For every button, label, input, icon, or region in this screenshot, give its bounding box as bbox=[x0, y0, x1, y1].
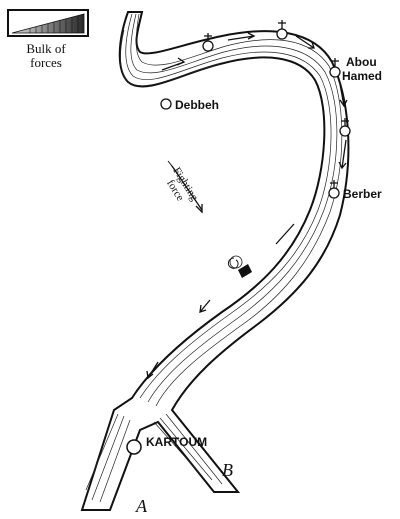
arrowhead-icon bbox=[176, 57, 186, 66]
arrowhead-icon bbox=[199, 304, 207, 313]
river-current-lines bbox=[85, 13, 343, 503]
camp-marker-icon bbox=[339, 118, 351, 137]
route-arrows bbox=[146, 32, 348, 380]
arrowhead-icon bbox=[247, 32, 256, 40]
route-arrow bbox=[341, 139, 347, 169]
arrowhead-icon bbox=[195, 204, 203, 214]
route-arrow bbox=[339, 83, 345, 107]
label-kartoum: KARTOUM bbox=[146, 435, 207, 449]
arrowhead-icon bbox=[308, 41, 315, 49]
swirl-icon bbox=[227, 257, 239, 269]
route-arrow bbox=[227, 35, 255, 41]
towns: Debbeh Abou Hamed Berber KARTOUM bbox=[126, 55, 382, 455]
river-banks bbox=[80, 11, 350, 511]
label-hamed: Hamed bbox=[342, 69, 382, 83]
route-arrow bbox=[147, 361, 159, 379]
route-arrow bbox=[295, 35, 315, 49]
label-abou: Abou bbox=[346, 55, 377, 69]
river bbox=[80, 11, 350, 511]
legend: Bulk of forces bbox=[7, 9, 89, 70]
arrowhead-icon bbox=[338, 161, 347, 170]
legend-label-line1: Bulk of bbox=[26, 41, 66, 56]
town-marker-kartoum bbox=[126, 439, 142, 455]
route-arrow bbox=[275, 223, 295, 245]
arrowhead-icon bbox=[339, 99, 348, 108]
legend-label-line2: forces bbox=[30, 55, 62, 70]
steamer-icon bbox=[238, 264, 252, 278]
branch-label-a: A bbox=[135, 496, 148, 516]
camp-markers bbox=[202, 20, 351, 199]
camp-marker-icon bbox=[328, 180, 340, 199]
town-marker-debbeh bbox=[160, 98, 172, 110]
battle-site bbox=[227, 255, 252, 278]
battle-circle-icon bbox=[229, 255, 243, 269]
route-arrow bbox=[199, 299, 211, 313]
branch-label-b: B bbox=[222, 460, 233, 480]
camp-marker-icon bbox=[276, 20, 288, 40]
feather-icon bbox=[167, 160, 179, 175]
label-berber: Berber bbox=[343, 187, 382, 201]
label-debbeh: Debbeh bbox=[175, 98, 219, 112]
camp-marker-icon bbox=[202, 33, 214, 52]
fighting-force: Fighting force bbox=[164, 160, 203, 214]
camp-marker-icon bbox=[329, 58, 341, 78]
legend-hatching bbox=[29, 16, 79, 33]
arrowhead-icon bbox=[146, 370, 154, 380]
